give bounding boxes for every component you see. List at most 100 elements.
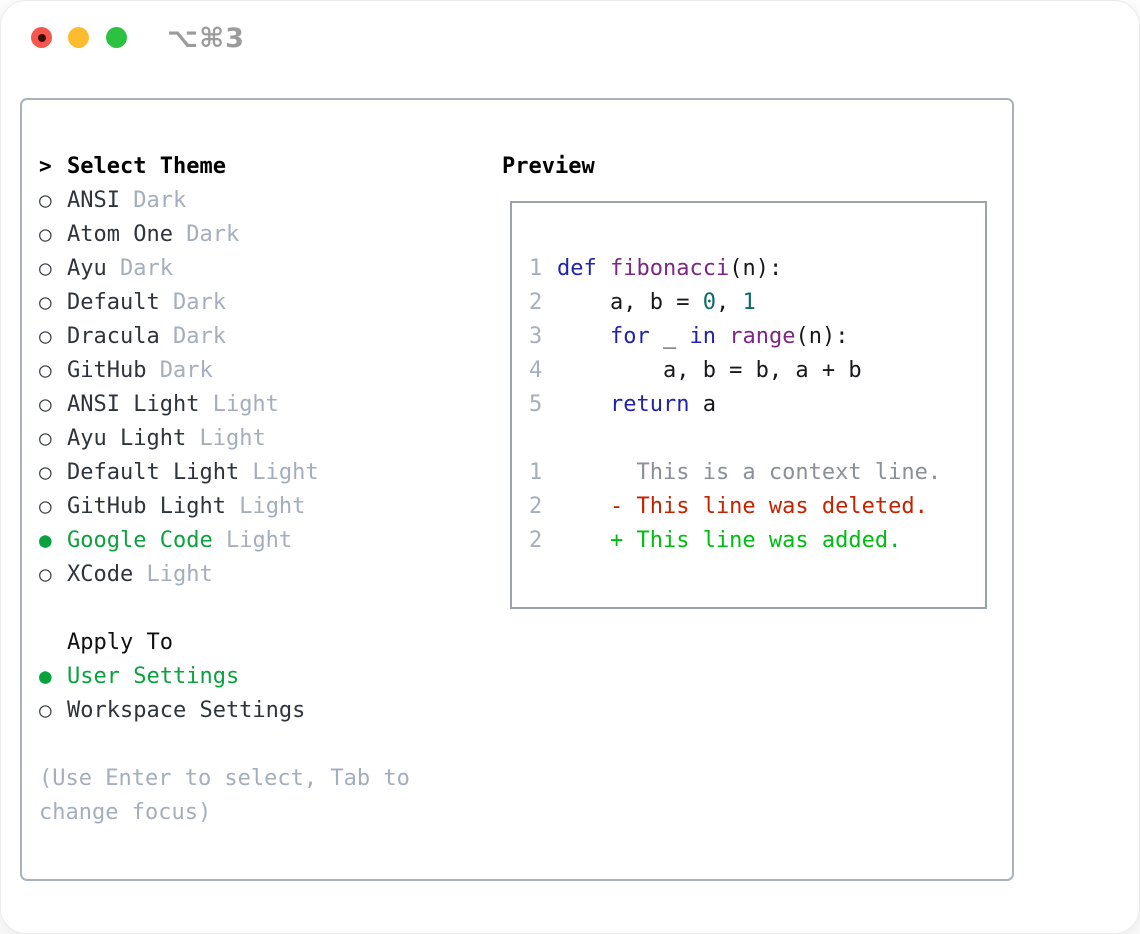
preview-line: 4 a, b = b, a + b xyxy=(529,353,985,387)
theme-option-atom-one[interactable]: ○ Atom One Dark xyxy=(39,217,479,251)
code-token xyxy=(557,392,610,417)
code-token: def xyxy=(557,255,597,281)
theme-name: Ayu Light xyxy=(67,425,187,451)
window-titlebar: ⌥⌘3 xyxy=(1,1,1139,75)
apply-option-name: Workspace Settings xyxy=(67,697,306,723)
theme-option-ayu[interactable]: ○ Ayu Dark xyxy=(39,251,479,285)
theme-name: ANSI xyxy=(67,187,120,213)
code-token: _ xyxy=(649,323,690,349)
theme-variant-badge: Light xyxy=(225,493,306,519)
help-line: (Use Enter to select, Tab to xyxy=(39,765,410,791)
preview-line: 3 for _ in range(n): xyxy=(529,319,985,353)
theme-option-default[interactable]: ○Default Dark xyxy=(39,285,479,319)
radio-icon: ○ xyxy=(39,358,52,382)
theme-option-ayu-light[interactable]: ○Ayu Light Light xyxy=(39,421,479,455)
theme-name: GitHub xyxy=(67,357,147,383)
theme-variant-badge: Dark xyxy=(172,221,240,247)
theme-option-google-code[interactable]: ● Google Code Light xyxy=(39,523,479,557)
line-number: 2 xyxy=(529,493,543,519)
theme-variant-badge: Dark xyxy=(106,255,173,281)
code-token: (n): xyxy=(795,323,849,349)
theme-option-ansi[interactable]: ○ANSI Dark xyxy=(39,183,479,217)
theme-variant-badge: Dark xyxy=(159,323,226,349)
theme-variant-badge: Dark xyxy=(119,187,187,213)
code-token: return xyxy=(609,391,690,417)
line-number: 1 xyxy=(529,459,543,485)
theme-name: ANSI Light xyxy=(67,391,200,417)
preview-line: 2 a, b = 0, 1 xyxy=(529,285,985,319)
line-content: for _ in range(n): xyxy=(557,324,848,349)
help-text: (Use Enter to select, Tab to change focu… xyxy=(39,761,479,829)
minimize-button[interactable] xyxy=(68,27,89,48)
preview-line: 2 - This line was deleted. xyxy=(529,489,985,523)
theme-variant-badge: Light xyxy=(239,459,319,485)
line-number: 3 xyxy=(529,323,543,349)
code-token: (n): xyxy=(729,255,783,281)
theme-name: Google Code xyxy=(67,527,213,553)
theme-variant-badge: Light xyxy=(186,425,266,451)
theme-option-default-light[interactable]: ○Default Light Light xyxy=(39,455,479,489)
theme-variant-badge: Dark xyxy=(146,357,213,383)
code-token: range xyxy=(729,323,796,349)
theme-name: GitHub Light xyxy=(67,493,226,519)
radio-icon: ○ xyxy=(39,494,52,518)
code-token: , xyxy=(715,289,743,315)
apply-option-user-settings[interactable]: ● User Settings xyxy=(39,659,479,693)
window-shortcut-title: ⌥⌘3 xyxy=(167,23,245,54)
line-number: 5 xyxy=(529,391,543,417)
code-token: a, b = b, a + b xyxy=(557,357,862,383)
code-token: This is a context line. xyxy=(557,459,942,485)
radio-icon: ○ xyxy=(39,698,52,722)
code-token xyxy=(557,324,610,349)
theme-option-xcode[interactable]: ○XCode Light xyxy=(39,557,479,591)
radio-icon: ○ xyxy=(39,222,52,246)
line-content: def fibonacci(n): xyxy=(557,256,782,281)
theme-name: XCode xyxy=(67,561,134,587)
preview-line: 2 + This line was added. xyxy=(529,523,985,557)
code-token: 0 xyxy=(702,289,716,315)
help-line: change focus) xyxy=(39,799,212,825)
theme-name: Ayu xyxy=(67,255,107,281)
line-number: 1 xyxy=(529,255,543,281)
radio-icon: ○ xyxy=(39,392,52,416)
code-token: for xyxy=(609,323,650,349)
line-content: - This line was deleted. xyxy=(557,494,928,519)
code-token: a, b = xyxy=(557,289,703,315)
theme-name: Default Light xyxy=(67,459,240,485)
line-content: a, b = 0, 1 xyxy=(557,290,756,315)
code-token: fibonacci xyxy=(610,255,730,281)
code-token: - This line was deleted. xyxy=(557,493,928,519)
line-number: 2 xyxy=(529,527,543,553)
theme-option-github-light[interactable]: ○ GitHub Light Light xyxy=(39,489,479,523)
theme-name: Atom One xyxy=(67,221,173,247)
preview-line xyxy=(529,421,985,455)
theme-variant-badge: Light xyxy=(199,391,279,417)
theme-variant-badge: Light xyxy=(212,527,293,553)
line-number: 2 xyxy=(529,289,543,315)
apply-to-section: Apply To ● User Settings ○ Workspace Settin… xyxy=(39,625,479,727)
line-number: 4 xyxy=(529,357,543,383)
preview-line: 5 return a xyxy=(529,387,985,421)
selected-radio-icon: ● xyxy=(39,528,52,552)
code-token: 1 xyxy=(742,289,756,315)
line-content: + This line was added. xyxy=(557,528,901,553)
close-button[interactable] xyxy=(31,27,52,48)
select-theme-title: Select Theme xyxy=(67,153,226,179)
apply-option-name: User Settings xyxy=(67,663,240,689)
select-theme-header: > Select Theme xyxy=(39,149,479,183)
theme-option-ansi-light[interactable]: ○ ANSI Light Light xyxy=(39,387,479,421)
theme-name: Dracula xyxy=(67,323,160,349)
apply-option-workspace-settings[interactable]: ○ Workspace Settings xyxy=(39,693,479,727)
zoom-button[interactable] xyxy=(106,27,127,48)
selected-radio-icon: ● xyxy=(39,664,52,688)
cursor-icon: > xyxy=(39,154,52,178)
code-token: a xyxy=(689,391,716,417)
theme-variant-badge: Light xyxy=(133,561,213,587)
theme-option-github[interactable]: ○ GitHub Dark xyxy=(39,353,479,387)
apply-to-label: Apply To xyxy=(67,629,173,655)
preview-title: Preview xyxy=(502,153,595,179)
theme-option-dracula[interactable]: ○Dracula Dark xyxy=(39,319,479,353)
radio-icon: ○ xyxy=(39,256,52,280)
